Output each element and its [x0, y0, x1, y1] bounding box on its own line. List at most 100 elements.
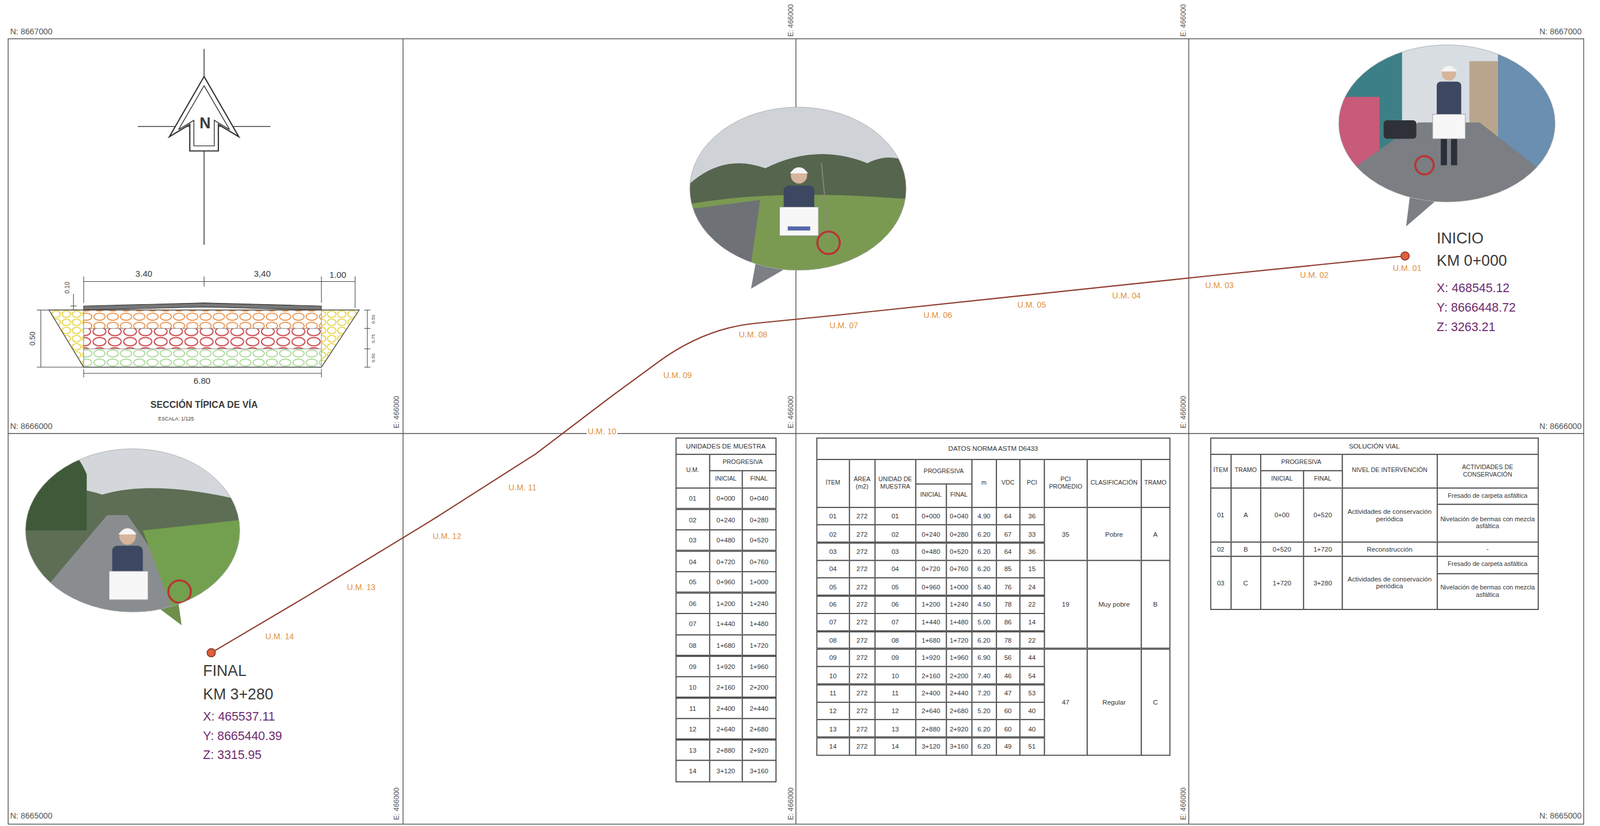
scale-note: ESCALA: 1/125 — [158, 416, 194, 423]
table-text: 40 — [1026, 707, 1037, 715]
table-cell: 0+240 — [915, 524, 947, 544]
table-text: ÁREA (m2) — [849, 476, 874, 491]
table-cell: INICIAL — [709, 470, 743, 489]
table-cell: A — [1230, 487, 1261, 543]
table-cell: VDC — [995, 459, 1021, 508]
table-cell: 03 — [1210, 555, 1232, 610]
table-cell: 14 — [874, 737, 916, 756]
coordinate-label: Z: 3263.21 — [1436, 320, 1496, 335]
table-cell: B — [1230, 542, 1261, 558]
table-text: B — [1242, 545, 1249, 554]
coordinate-label: Y: 8665440.39 — [202, 730, 282, 744]
table-text: 2+640 — [920, 707, 941, 715]
table-text: 1+960 — [948, 654, 970, 662]
table-text: Reconstrucción — [1365, 545, 1414, 554]
dimension-label: 0.50 — [28, 331, 37, 346]
table-cell: 51 — [1019, 737, 1045, 756]
table-text: Actividades de conservación periódica — [1342, 575, 1437, 591]
table-cell: 03 — [816, 542, 850, 562]
table-text: 64 — [1003, 512, 1013, 520]
coordinate-label: Y: 8666448.72 — [1436, 301, 1516, 315]
table-cell: 07 — [816, 613, 850, 632]
table-cell: 01 — [675, 487, 711, 510]
table-cell: 60 — [995, 719, 1021, 739]
sample-unit-label: U.M. 07 — [828, 322, 860, 332]
grid-coordinate: E: 466000 — [393, 395, 402, 429]
table-cell: PROGRESIVA — [915, 459, 972, 485]
table-text: 14 — [890, 742, 900, 751]
table-text: 24 — [1026, 583, 1037, 591]
table-text: 04 — [687, 557, 697, 566]
table-text: 10 — [687, 683, 697, 692]
table-cell: 2+200 — [742, 676, 777, 699]
table-text: 2+400 — [715, 704, 736, 713]
table-cell: 2+680 — [742, 718, 777, 741]
table-cell: 2+920 — [742, 739, 777, 762]
table-text: 47 — [1003, 689, 1013, 698]
sheet-grid — [8, 38, 1584, 825]
table-cell: 0+760 — [946, 560, 973, 579]
table-cell: INICIAL — [1260, 470, 1304, 489]
table-text: 02 — [1216, 545, 1226, 554]
table-text: 6.20 — [976, 742, 992, 751]
table-cell: 2+160 — [709, 676, 743, 699]
table-cell: C — [1230, 555, 1261, 610]
table-cell: 2+640 — [915, 702, 947, 721]
table-text: 01 — [687, 494, 697, 503]
table-text: 0+520 — [948, 547, 970, 556]
table-cell: A — [1140, 507, 1171, 562]
table-cell: 1+200 — [915, 595, 947, 614]
table-text: 0+240 — [715, 515, 736, 524]
table-text: TRAMO — [1143, 480, 1168, 488]
table-cell: - — [1436, 542, 1539, 558]
table-text: 11 — [828, 689, 838, 698]
table-cell: 0+720 — [709, 550, 743, 573]
coordinate-label: Z: 3315.95 — [202, 749, 262, 763]
table-cell: UNIDAD DE MUESTRA — [874, 459, 916, 508]
table-text: Nivelación de bermas con mezcla asfáltic… — [1437, 516, 1538, 531]
table-cell: 05 — [816, 578, 850, 597]
table-text: 2+400 — [920, 689, 941, 698]
table-cell: B — [1140, 560, 1171, 650]
table-cell: 2+200 — [946, 666, 973, 685]
table-text: 1+720 — [948, 636, 970, 645]
table-cell: 04 — [816, 560, 850, 579]
table-text: 0+280 — [948, 530, 970, 538]
table-text: 2+880 — [920, 724, 941, 733]
table-text: 0+280 — [748, 515, 770, 524]
table-text: INICIAL — [714, 476, 738, 484]
table-cell: 6.90 — [971, 648, 997, 668]
table-text: 1+000 — [948, 583, 970, 591]
table-cell: PROGRESIVA — [709, 453, 777, 472]
table-cell: 44 — [1019, 648, 1045, 668]
table-text: 1+200 — [920, 601, 941, 609]
table-text: 2+200 — [748, 683, 770, 692]
table-text: 2+160 — [920, 672, 941, 680]
table-text: 1+440 — [715, 620, 736, 629]
table-cell: 47 — [995, 684, 1021, 703]
table-text: 02 — [890, 530, 900, 538]
table-cell: 272 — [848, 578, 876, 597]
table-cell: 09 — [816, 648, 850, 668]
table-text: 09 — [890, 654, 900, 662]
table-cell: 02 — [816, 524, 850, 544]
route-line — [206, 252, 1410, 658]
table-cell: PROGRESIVA — [1260, 453, 1343, 472]
table-cell: 1+480 — [742, 613, 777, 636]
table-text: 0+480 — [920, 547, 941, 556]
table-text: 1+480 — [948, 618, 970, 627]
table-cell: 2+680 — [946, 702, 973, 721]
table-cell: 1+200 — [709, 592, 743, 615]
table-text: PCI PROMEDIO — [1044, 476, 1086, 491]
table-text: 1+240 — [748, 600, 770, 608]
table-cell: 1+240 — [742, 592, 777, 615]
table-cell: C — [1140, 648, 1171, 756]
table-cell: 08 — [816, 630, 850, 650]
site-photo — [25, 448, 241, 626]
table-text: 1+440 — [920, 618, 941, 627]
dimension-label: 6.80 — [193, 377, 211, 387]
table-cell: m — [971, 459, 997, 508]
table-text: 2+640 — [715, 725, 736, 733]
table-text: 14 — [1026, 618, 1037, 627]
table-cell: 1+000 — [742, 571, 777, 594]
